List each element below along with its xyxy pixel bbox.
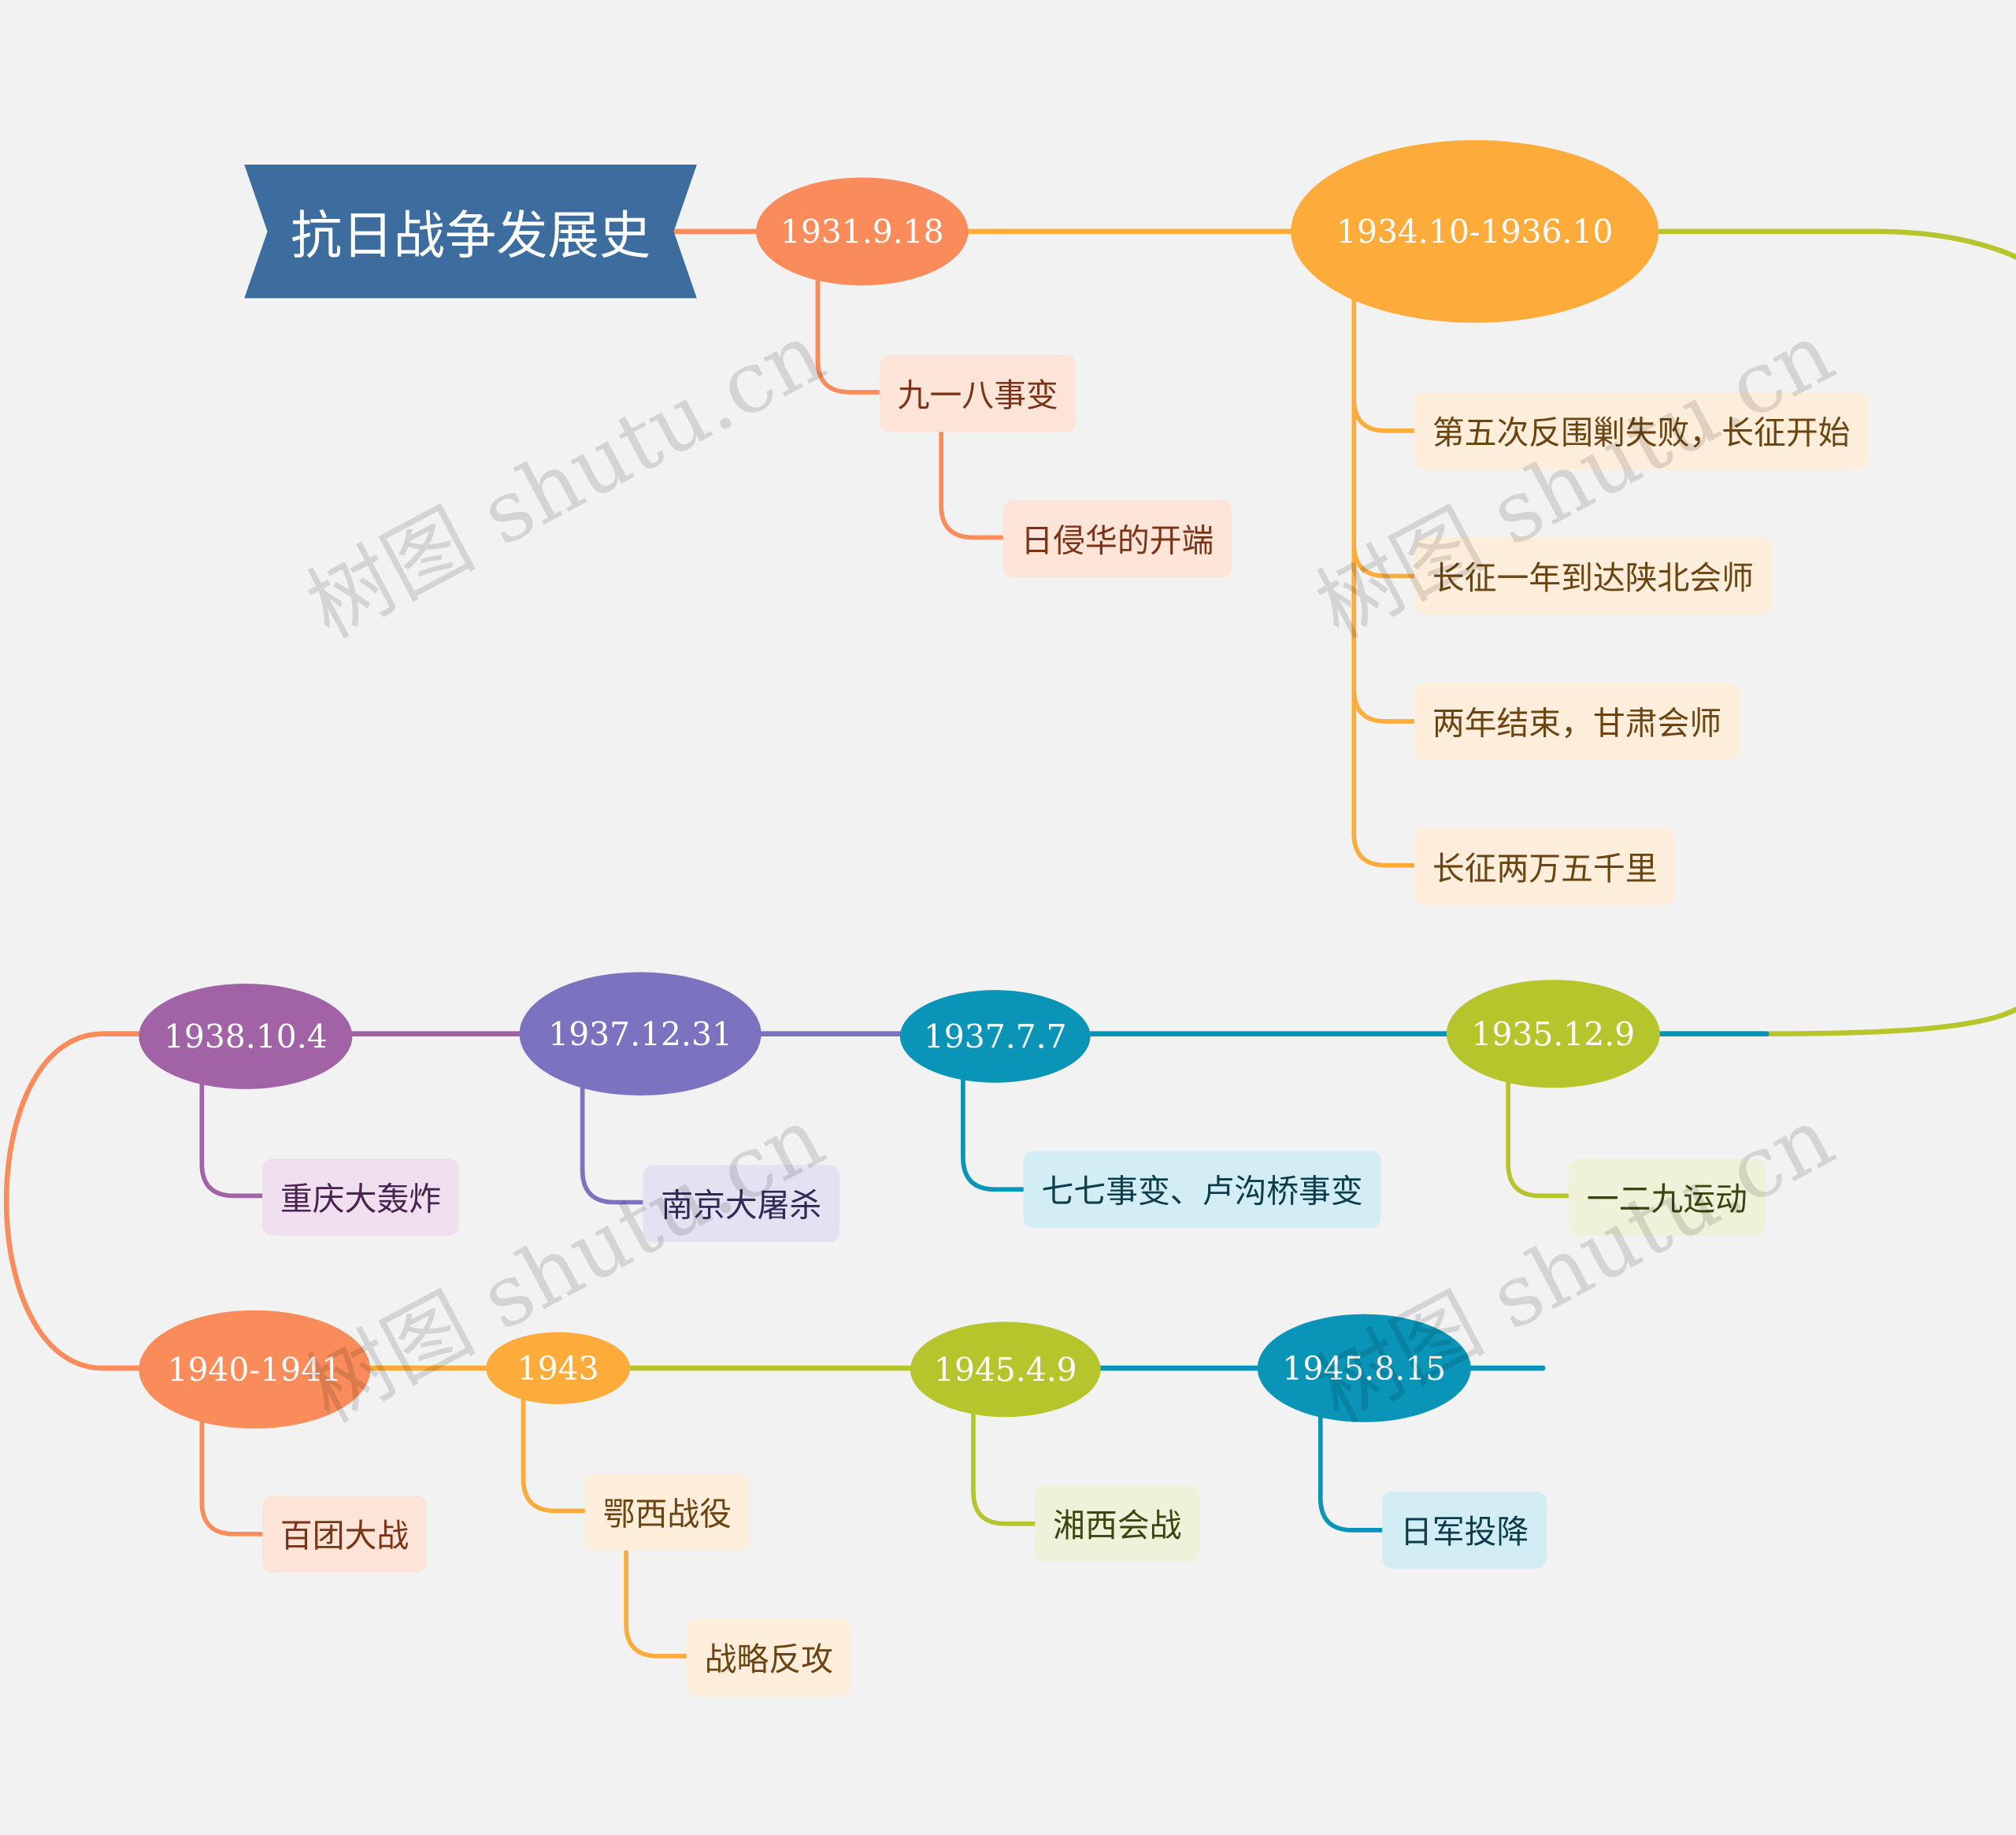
event-label: 鄂西战役 (602, 1495, 732, 1533)
event-node-1937b[interactable]: 南京大屠杀 (643, 1165, 840, 1243)
event-node-1943-a[interactable]: 鄂西战役 (584, 1474, 750, 1551)
date-node-1937b[interactable]: 1937.12.31 (519, 972, 762, 1096)
date-label: 1934.10-1936.10 (1336, 213, 1614, 250)
date-node-1945a[interactable]: 1945.4.9 (910, 1322, 1101, 1418)
event-label: 南京大屠杀 (661, 1186, 822, 1225)
date-node-1931[interactable]: 1931.9.18 (756, 177, 969, 286)
date-label: 1937.12.31 (548, 1015, 732, 1053)
line-1934-right (1653, 228, 2016, 260)
event-node-1943-b[interactable]: 战略反攻 (686, 1618, 851, 1696)
event-label: 长征一年到达陕北会师 (1432, 559, 1755, 597)
event-node-1931-b[interactable]: 日侵华的开端 (1002, 500, 1232, 578)
title-node[interactable]: 抗日战争发展史 (244, 164, 697, 298)
title-text: 抗日战争发展史 (290, 206, 651, 266)
date-label: 1945.8.15 (1282, 1349, 1447, 1387)
line-1940-e (199, 1419, 265, 1537)
date-node-1943[interactable]: 1943 (486, 1332, 631, 1404)
date-node-1940[interactable]: 1940-1941 (139, 1310, 371, 1429)
event-node-1937a[interactable]: 七七事变、卢沟桥事变 (1023, 1151, 1381, 1229)
line-1943-e2 (624, 1547, 689, 1659)
event-label: 日军投降 (1400, 1513, 1529, 1551)
line-1937b-e (580, 1084, 646, 1205)
line-1931-e1 (815, 274, 882, 395)
event-label: 九一八事变 (897, 376, 1058, 414)
date-label: 1938.10.4 (163, 1018, 328, 1055)
date-label: 1943 (517, 1349, 599, 1387)
event-label: 重庆大轰炸 (280, 1180, 442, 1218)
event-label: 一二九运动 (1586, 1180, 1747, 1218)
date-label: 1940-1941 (167, 1351, 343, 1388)
event-label: 日侵华的开端 (1021, 521, 1214, 560)
event-label: 第五次反围剿失败，长征开始 (1432, 413, 1851, 452)
date-node-1938[interactable]: 1938.10.4 (139, 984, 353, 1089)
event-node-1934-c[interactable]: 两年结束，甘肃会师 (1414, 682, 1740, 760)
event-node-1931-a[interactable]: 九一八事变 (879, 354, 1077, 432)
event-node-1940[interactable]: 百团大战 (262, 1495, 428, 1573)
date-node-1937a[interactable]: 1937.7.7 (899, 990, 1091, 1083)
line-1935-e (1506, 1077, 1571, 1199)
event-node-1945b[interactable]: 日军投降 (1382, 1491, 1547, 1569)
date-label: 1945.4.9 (933, 1351, 1077, 1388)
date-node-1935[interactable]: 1935.12.9 (1446, 980, 1660, 1088)
line-e1-e2 (939, 428, 1006, 540)
event-node-1945a[interactable]: 湘西会战 (1035, 1485, 1200, 1563)
date-label: 1937.7.7 (923, 1018, 1067, 1055)
line-1934-branches (1351, 295, 1417, 868)
line-1945a-e (971, 1409, 1038, 1526)
line-1937a-e (961, 1075, 1026, 1192)
line-right-1935 (1653, 1006, 2016, 1036)
event-node-1934-d[interactable]: 长征两万五千里 (1414, 828, 1676, 906)
event-node-1934-a[interactable]: 第五次反围剿失败，长征开始 (1414, 391, 1869, 469)
event-node-1938[interactable]: 重庆大轰炸 (262, 1158, 459, 1236)
date-label: 1935.12.9 (1471, 1015, 1636, 1053)
date-node-1934[interactable]: 1934.10-1936.10 (1291, 139, 1659, 323)
line-1943-e1 (521, 1396, 587, 1514)
event-label: 长征两万五千里 (1432, 850, 1658, 888)
line-1938-1940 (3, 1031, 144, 1371)
date-label: 1931.9.18 (780, 213, 944, 250)
line-1945b-e (1317, 1414, 1385, 1533)
event-label: 湘西会战 (1053, 1507, 1182, 1544)
event-node-1935[interactable]: 一二九运动 (1568, 1158, 1766, 1236)
date-node-1945b[interactable]: 1945.8.15 (1257, 1314, 1471, 1422)
event-label: 两年结束，甘肃会师 (1432, 704, 1722, 743)
event-node-1934-b[interactable]: 长征一年到达陕北会师 (1414, 537, 1772, 615)
event-label: 百团大战 (280, 1517, 410, 1555)
event-label: 七七事变、卢沟桥事变 (1041, 1173, 1363, 1210)
title-banner-shape (244, 164, 697, 298)
event-label: 战略反攻 (704, 1640, 834, 1678)
line-1938-e (199, 1080, 265, 1199)
